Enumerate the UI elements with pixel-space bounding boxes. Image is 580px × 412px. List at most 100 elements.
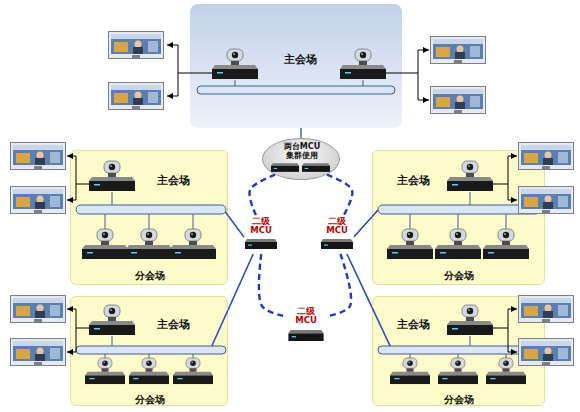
- mcu-label: 两台MCU 集群使用: [280, 143, 324, 161]
- video-terminal: [85, 358, 125, 384]
- video-terminal: [212, 49, 258, 79]
- arrow: [508, 200, 517, 201]
- video-terminal: [89, 161, 135, 191]
- venue-label: 主会场: [157, 319, 190, 331]
- wire: [508, 309, 509, 352]
- wire: [76, 156, 77, 200]
- display-screen: [519, 339, 574, 366]
- display-screen: [519, 143, 574, 170]
- video-terminal: [438, 358, 478, 384]
- venue-label: 主会场: [157, 175, 190, 187]
- mcu-device: [302, 163, 330, 172]
- wire: [76, 309, 77, 352]
- connector: [228, 254, 253, 310]
- mcu-label: 二级 MCU: [323, 217, 351, 236]
- video-terminal: [340, 49, 386, 79]
- video-terminal: [435, 229, 481, 259]
- video-terminal: [387, 229, 433, 259]
- wire: [76, 184, 89, 185]
- wire: [210, 310, 228, 350]
- video-terminal: [486, 358, 526, 384]
- wire: [105, 214, 106, 229]
- arrow: [418, 100, 429, 101]
- arrow: [418, 50, 429, 51]
- connector: [259, 254, 284, 316]
- wire: [506, 354, 507, 358]
- wire: [410, 354, 411, 358]
- wire: [493, 328, 508, 329]
- video-terminal: [126, 229, 172, 259]
- bus-bar: [197, 86, 395, 94]
- venue-panel: 主会场分会场: [70, 150, 228, 285]
- wire: [193, 354, 194, 358]
- display-screen: [519, 187, 574, 214]
- display-screen: [519, 296, 574, 323]
- wire: [493, 184, 508, 185]
- video-terminal: [447, 161, 493, 191]
- wire: [410, 214, 411, 229]
- venue-label: 分会场: [444, 394, 474, 405]
- wire: [458, 214, 459, 229]
- display-screen: [11, 339, 66, 366]
- connector: [354, 217, 372, 237]
- wire: [458, 354, 459, 358]
- venue-label: 分会场: [135, 270, 165, 281]
- mcu-box: 二级 MCU: [320, 216, 354, 254]
- video-terminal: [483, 229, 529, 259]
- venue-label: 分会场: [135, 394, 165, 405]
- video-terminal: [82, 229, 128, 259]
- display-screen: [11, 187, 66, 214]
- mcu-box: 二级 MCU: [284, 306, 328, 346]
- arrow: [508, 309, 517, 310]
- wire: [149, 354, 150, 358]
- mcu-device: [321, 239, 353, 249]
- mcu-device: [288, 330, 323, 341]
- venue-label: 主会场: [397, 175, 430, 187]
- connector: [347, 254, 372, 307]
- wire: [105, 354, 106, 358]
- connector: [328, 254, 351, 316]
- venue-label: 主会场: [397, 319, 430, 331]
- video-terminal: [170, 229, 216, 259]
- wire: [112, 192, 113, 205]
- wire: [178, 73, 212, 74]
- wire: [76, 328, 89, 329]
- connector: [228, 215, 244, 237]
- wire: [508, 156, 509, 200]
- venue-label: 分会场: [444, 270, 474, 281]
- connector: [249, 175, 275, 216]
- arrow: [67, 156, 76, 157]
- wire: [149, 214, 150, 229]
- display-screen: [109, 83, 164, 110]
- arrow: [508, 156, 517, 157]
- mcu-cluster: 两台MCU 集群使用: [262, 138, 340, 180]
- venue-panel: 主会场: [190, 4, 402, 128]
- arrow: [67, 309, 76, 310]
- video-terminal: [173, 358, 213, 384]
- wire: [372, 210, 378, 217]
- wire: [470, 336, 471, 346]
- bus-bar: [378, 205, 540, 214]
- video-terminal: [447, 305, 493, 335]
- venue-panel: 主会场分会场: [372, 296, 545, 406]
- bus-bar: [76, 205, 226, 214]
- wire: [386, 73, 418, 74]
- arrow: [508, 352, 517, 353]
- display-screen: [11, 143, 66, 170]
- wire: [506, 214, 507, 229]
- mcu-device: [271, 163, 299, 172]
- connector: [300, 128, 301, 138]
- arrow: [67, 352, 76, 353]
- display-screen: [11, 296, 66, 323]
- arrow: [67, 200, 76, 201]
- mcu-label: 二级 MCU: [292, 307, 320, 326]
- mcu-label: 二级 MCU: [247, 217, 275, 236]
- wire: [193, 214, 194, 229]
- display-screen: [431, 87, 486, 114]
- venue-panel: 主会场分会场: [70, 296, 228, 406]
- display-screen: [431, 37, 486, 64]
- venue-panel: 主会场分会场: [372, 150, 545, 285]
- video-terminal: [390, 358, 430, 384]
- bus-bar: [76, 346, 226, 354]
- video-terminal: [129, 358, 169, 384]
